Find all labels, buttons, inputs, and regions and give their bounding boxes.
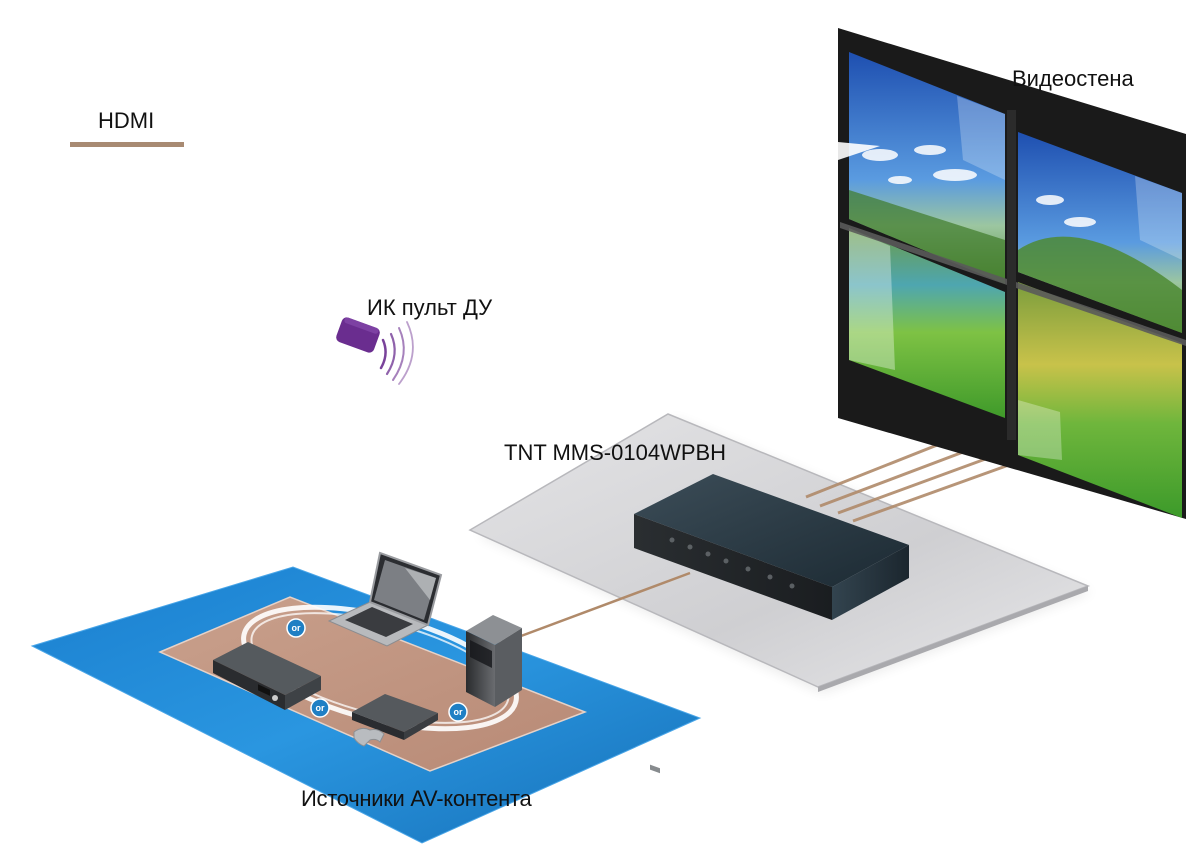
video-wall-panel (849, 52, 1005, 284)
svg-text:or: or (292, 623, 301, 633)
switcher-device[interactable] (634, 474, 909, 774)
or-badge: or (310, 698, 330, 718)
switcher-model-label: TNT MMS-0104WPBH (504, 440, 727, 465)
svg-text:or: or (316, 703, 325, 713)
laptop-icon[interactable] (327, 551, 443, 647)
video-wall-panel (849, 228, 1005, 418)
video-wall-panel (1018, 282, 1182, 518)
video-wall-panel (1018, 132, 1182, 333)
ir-signal-waves-icon (379, 321, 414, 385)
set-top-box-icon[interactable] (213, 642, 321, 710)
ir-remote-icon[interactable] (335, 316, 381, 354)
hdmi-cable-line-icon (70, 142, 184, 147)
desktop-pc-icon[interactable] (466, 615, 522, 707)
game-console-icon[interactable] (352, 694, 438, 747)
video-wall-label: Видеостена (1012, 66, 1134, 91)
legend-hdmi-label: HDMI (98, 108, 155, 133)
svg-text:or: or (454, 707, 463, 717)
ir-remote-label: ИК пульт ДУ (367, 295, 493, 320)
av-sources-label: Источники AV-контента (301, 786, 532, 811)
gamepad-icon (353, 727, 385, 747)
hdmi-cable-input (520, 571, 691, 638)
or-badge: or (448, 702, 468, 722)
video-wall[interactable] (838, 28, 1186, 519)
or-badge: or (286, 618, 306, 638)
